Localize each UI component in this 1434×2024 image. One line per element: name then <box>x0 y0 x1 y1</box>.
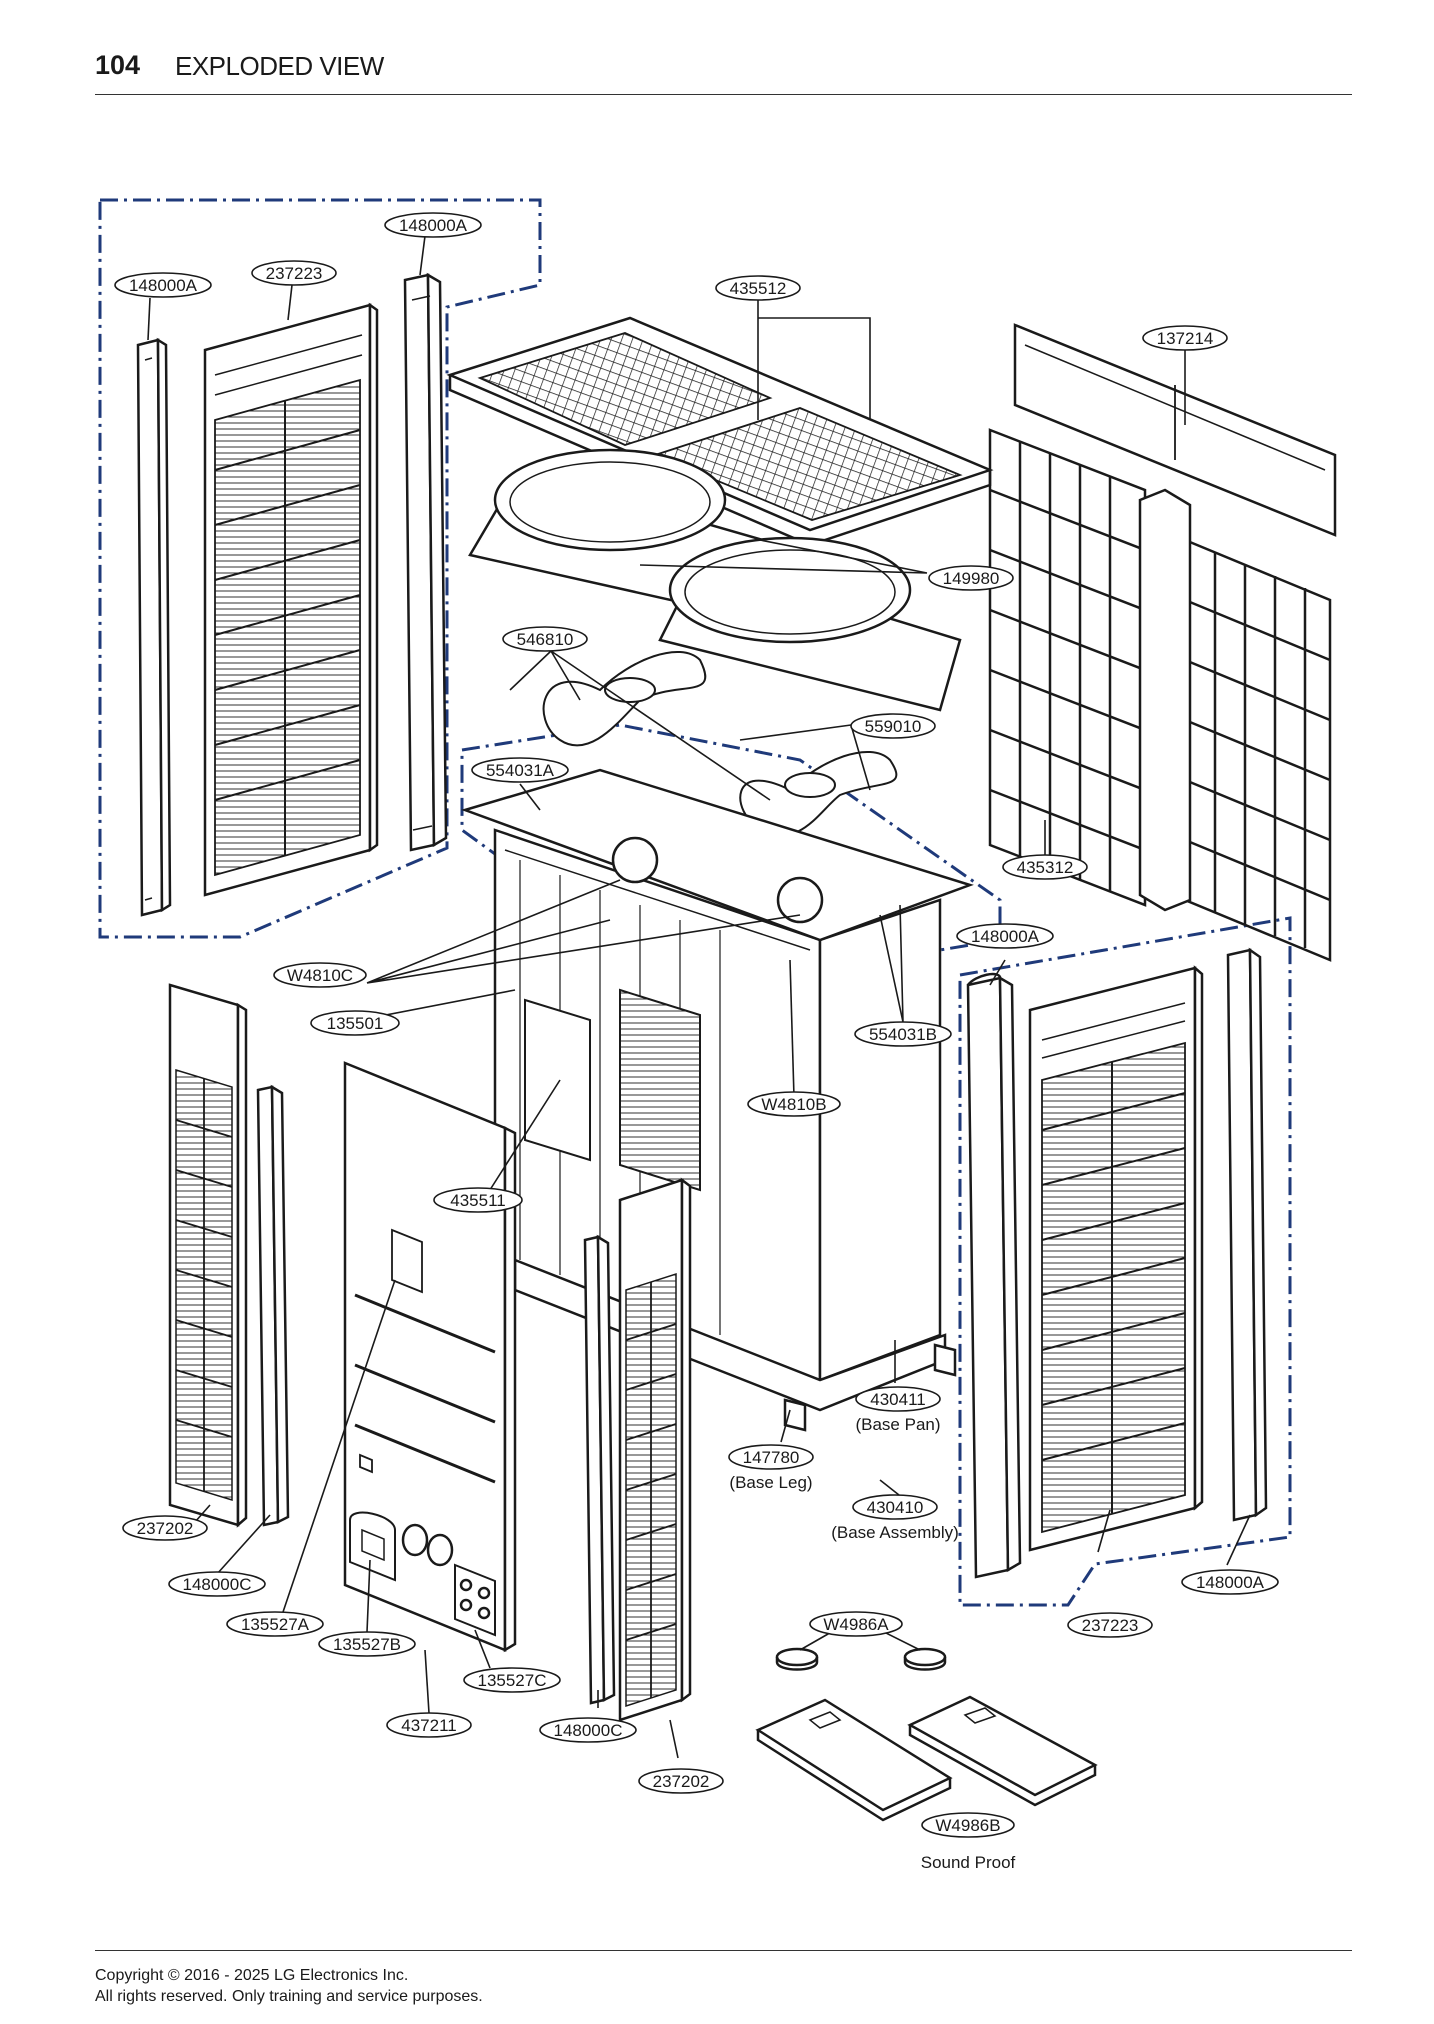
callout-135501: 135501 <box>310 1010 400 1036</box>
lower-left-pillar <box>256 1084 290 1527</box>
callout-labels: 148000A 148000A 237223 435512 137214 149… <box>114 212 1279 1838</box>
callout-W4986A: W4986A <box>809 1611 903 1637</box>
svg-text:148000A: 148000A <box>399 216 468 235</box>
svg-text:W4810B: W4810B <box>761 1095 826 1114</box>
left-side-pillar <box>136 337 172 917</box>
svg-text:148000C: 148000C <box>182 1575 251 1594</box>
svg-text:554031B: 554031B <box>869 1025 937 1044</box>
svg-text:135527B: 135527B <box>333 1635 401 1654</box>
left-corner-pillar <box>403 272 448 852</box>
svg-text:147780: 147780 <box>743 1448 800 1467</box>
callout-135527A: 135527A <box>226 1611 324 1637</box>
right-front-pillar <box>966 972 1022 1579</box>
callout-237223-top: 237223 <box>251 260 337 286</box>
left-coil-guard-panel <box>203 302 379 897</box>
svg-text:237202: 237202 <box>653 1772 710 1791</box>
copyright-text: Copyright © 2016 - 2025 LG Electronics I… <box>95 1967 409 1984</box>
svg-text:135527C: 135527C <box>477 1671 546 1690</box>
svg-text:148000A: 148000A <box>1196 1573 1265 1592</box>
svg-text:W4986B: W4986B <box>935 1816 1000 1835</box>
fan-blades <box>542 651 898 837</box>
callout-430410: 430410 <box>852 1494 938 1520</box>
callout-430411: 430411 <box>855 1386 941 1412</box>
callout-148000A-left: 148000A <box>114 272 212 298</box>
svg-text:554031A: 554031A <box>486 761 555 780</box>
callout-148000A-top: 148000A <box>384 212 482 238</box>
svg-text:430411: 430411 <box>870 1390 925 1409</box>
callout-W4986B: W4986B <box>921 1812 1015 1838</box>
callout-237202-mid: 237202 <box>638 1768 724 1794</box>
svg-text:148000A: 148000A <box>971 927 1040 946</box>
svg-text:137214: 137214 <box>1157 329 1214 348</box>
page-number: 104 <box>95 50 141 80</box>
callout-237223-bottom-right: 237223 <box>1067 1612 1153 1638</box>
svg-text:435312: 435312 <box>1017 858 1074 877</box>
right-coil-guard-panel <box>1028 965 1204 1552</box>
callout-148000A-bottom-right: 148000A <box>1181 1569 1279 1595</box>
right-panel-group-outline <box>958 916 1292 1607</box>
callout-137214: 137214 <box>1142 325 1228 351</box>
svg-text:W4986A: W4986A <box>823 1615 889 1634</box>
svg-text:546810: 546810 <box>517 630 574 649</box>
lower-left-side-panel <box>168 983 248 1528</box>
svg-text:237223: 237223 <box>1082 1616 1139 1635</box>
svg-text:437211: 437211 <box>401 1716 456 1735</box>
callout-554031A: 554031A <box>471 757 569 783</box>
callout-135527B: 135527B <box>318 1631 416 1657</box>
svg-text:237223: 237223 <box>266 264 323 283</box>
page-footer: Copyright © 2016 - 2025 LG Electronics I… <box>95 1950 1352 2007</box>
fan-shrouds <box>468 448 962 712</box>
callout-135527C: 135527C <box>463 1667 561 1693</box>
caption-sound-proof: Sound Proof <box>921 1853 1016 1872</box>
svg-text:435512: 435512 <box>730 279 787 298</box>
callout-435512: 435512 <box>715 275 801 301</box>
lower-middle-pillar <box>583 1234 616 1705</box>
svg-text:135501: 135501 <box>327 1014 384 1033</box>
svg-text:237202: 237202 <box>137 1519 194 1538</box>
svg-text:135527A: 135527A <box>241 1615 310 1634</box>
svg-text:148000A: 148000A <box>129 276 198 295</box>
callout-W4810C: W4810C <box>273 962 367 988</box>
svg-text:435511: 435511 <box>450 1191 505 1210</box>
callout-435312: 435312 <box>1002 854 1088 880</box>
caption-base-leg: (Base Leg) <box>729 1473 812 1492</box>
caption-base-assembly: (Base Assembly) <box>831 1523 959 1542</box>
svg-text:W4810C: W4810C <box>287 966 353 985</box>
top-fan-grille <box>446 316 994 547</box>
callout-437211: 437211 <box>386 1712 472 1738</box>
left-panel-group-outline <box>98 198 542 939</box>
page-title: EXPLODED VIEW <box>175 51 384 81</box>
right-rear-pillar <box>1226 947 1268 1522</box>
rights-text: All rights reserved. Only training and s… <box>95 1988 483 2005</box>
right-top-cover <box>1013 323 1337 537</box>
callout-147780: 147780 <box>728 1444 814 1470</box>
main-unit-body <box>461 768 974 1432</box>
callout-148000A-right: 148000A <box>956 923 1054 949</box>
callout-435511: 435511 <box>433 1187 523 1213</box>
callout-546810: 546810 <box>502 626 588 652</box>
page-header: 104 EXPLODED VIEW <box>95 48 1352 95</box>
right-wire-guard <box>988 428 1332 962</box>
callout-W4810B: W4810B <box>747 1091 841 1117</box>
svg-text:148000C: 148000C <box>553 1721 622 1740</box>
svg-text:430410: 430410 <box>867 1498 924 1517</box>
callout-554031B: 554031B <box>854 1021 952 1047</box>
caption-base-pan: (Base Pan) <box>855 1415 940 1434</box>
callout-148000C-left: 148000C <box>168 1571 266 1597</box>
callout-148000C-mid: 148000C <box>539 1717 637 1743</box>
svg-text:559010: 559010 <box>865 717 922 736</box>
callout-559010: 559010 <box>850 713 936 739</box>
svg-text:149980: 149980 <box>943 569 1000 588</box>
callout-149980: 149980 <box>928 565 1014 591</box>
part-captions: (Base Pan) (Base Leg) (Base Assembly) So… <box>729 1415 1015 1872</box>
sound-proof-parts <box>755 1647 1098 1822</box>
callout-237202-left: 237202 <box>122 1515 208 1541</box>
lower-middle-side-panel <box>618 1177 692 1722</box>
